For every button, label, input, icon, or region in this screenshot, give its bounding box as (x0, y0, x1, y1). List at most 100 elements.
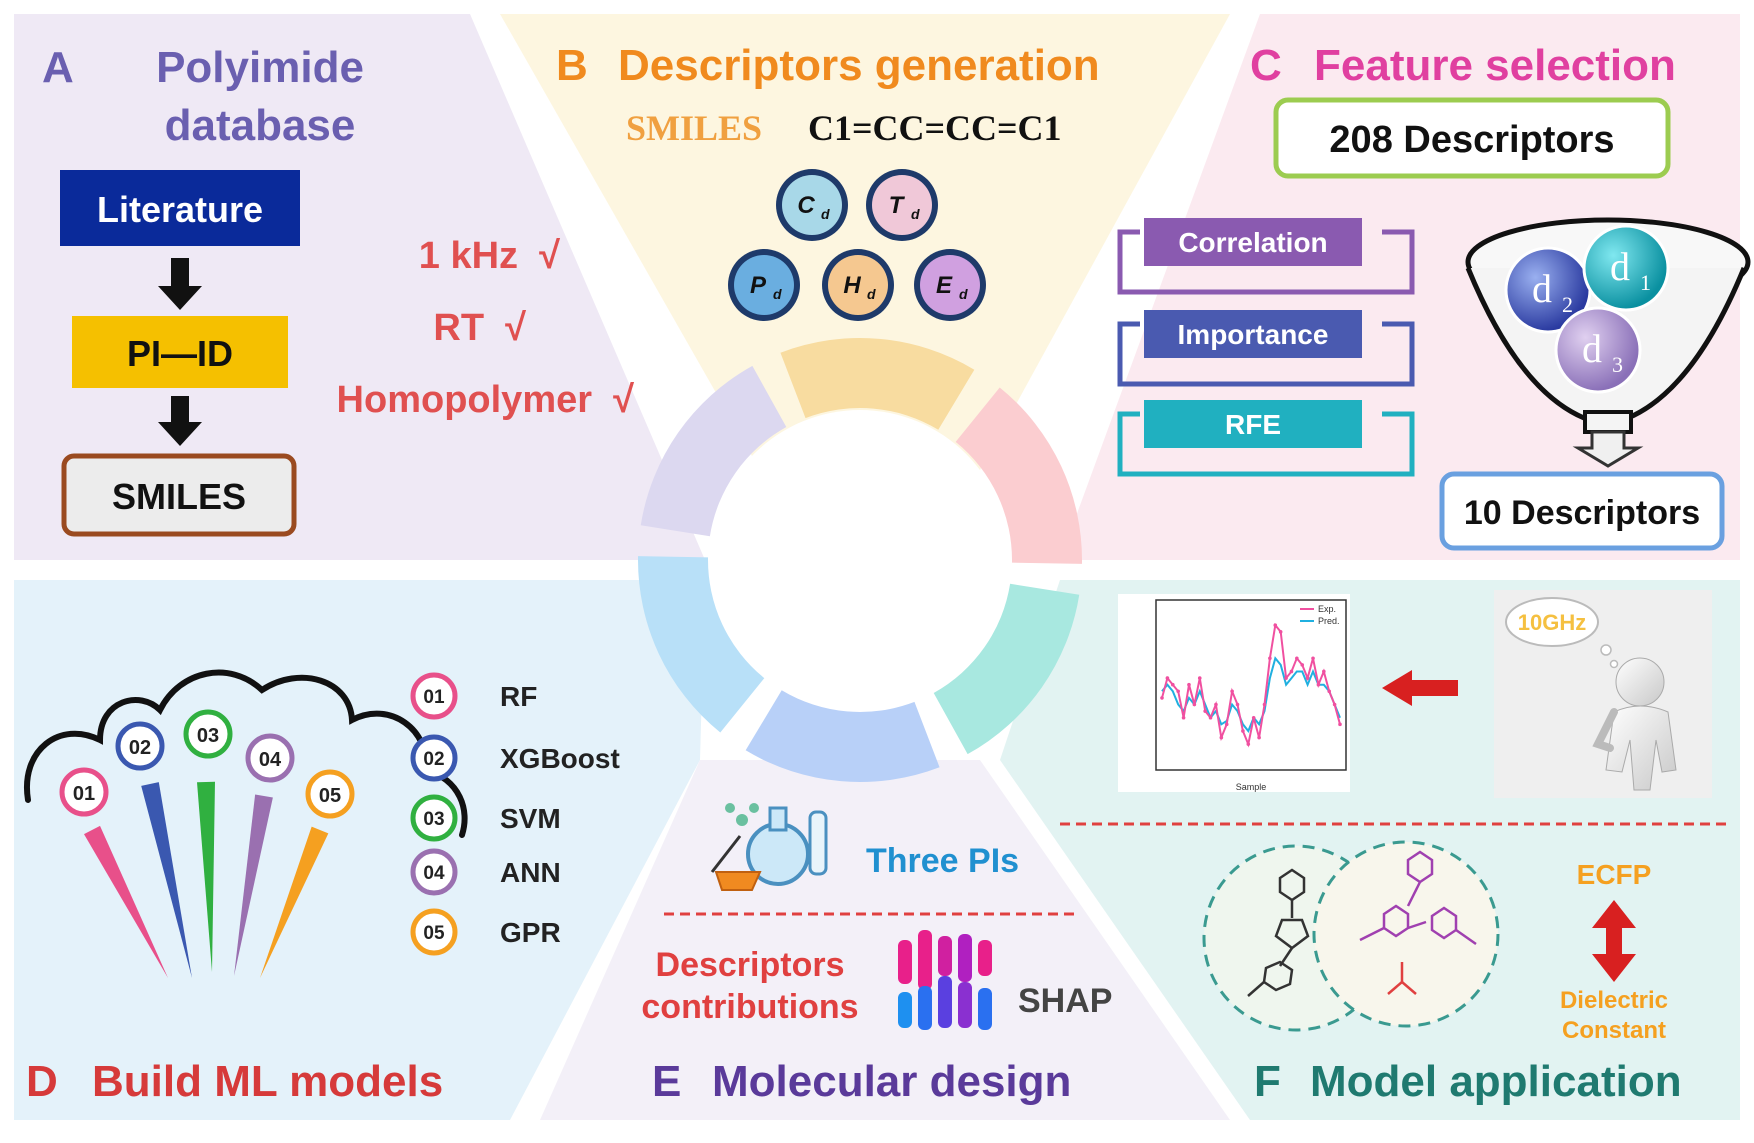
ring-segment-c (955, 387, 1082, 564)
mini-point-exp (1327, 689, 1332, 694)
mini-point-exp (1316, 682, 1321, 687)
model-stroke-03 (197, 781, 215, 972)
arrow-down-icon (158, 258, 202, 310)
mini-point-exp (1273, 623, 1278, 628)
mini-point-exp (1208, 715, 1213, 720)
shap-icon (898, 930, 992, 1030)
panel-c-title: Feature selection (1314, 41, 1676, 90)
mini-point-exp (1187, 682, 1191, 687)
panel-f: Exp. Pred. Sample 10GHz (1060, 590, 1730, 1106)
shap-bar (898, 992, 912, 1028)
ball-symbol: d (1532, 266, 1552, 311)
method-rfe: RFE (1117, 400, 1415, 477)
mini-point-exp (1338, 722, 1342, 727)
mini-point-exp (1214, 702, 1218, 707)
molecule-structure-icon (1359, 850, 1477, 946)
ring-segment-b (780, 338, 975, 430)
bottom-descriptors-label: 10 Descriptors (1464, 494, 1700, 532)
mini-point-exp (1257, 735, 1261, 740)
three-pis-label: Three PIs (866, 842, 1019, 880)
pi-id-box (72, 316, 288, 388)
thought-frequency: 10GHz (1518, 610, 1586, 635)
panel-b-bg (500, 14, 1230, 470)
ring-center (710, 410, 1010, 710)
descriptor-subscript: d (911, 206, 920, 222)
descriptor-subscript: d (959, 286, 968, 302)
panel-e-bg (540, 760, 1230, 1120)
panel-a-letter: A (42, 43, 74, 92)
model-number: 02 (129, 737, 151, 759)
mini-point-exp (1295, 656, 1299, 661)
mini-point-exp (1224, 722, 1229, 727)
legend-number: 05 (423, 923, 445, 944)
mini-point-exp (1219, 735, 1224, 740)
mini-plot-area (1155, 599, 1347, 771)
mini-point-exp (1181, 715, 1186, 720)
criterion-1khz: 1 kHz √ (419, 235, 560, 277)
mini-legend-exp: Exp. (1318, 604, 1336, 614)
mini-point-exp (1322, 669, 1326, 674)
double-arrow-icon (1592, 900, 1636, 982)
model-number: 01 (73, 783, 95, 805)
panel-c: C Feature selection 208 Descriptors Corr… (1117, 41, 1751, 551)
chemistry-flask-icon (710, 803, 828, 891)
criterion-homopolymer: Homopolymer √ (337, 379, 635, 421)
ring-segment-d (638, 556, 765, 733)
panel-d-title: Build ML models (92, 1057, 443, 1106)
model-badge-03: 03 (183, 709, 233, 759)
smiles-label: SMILES (112, 476, 246, 517)
panel-e-letter: E (652, 1057, 681, 1106)
panel-f-letter: F (1254, 1057, 1281, 1106)
descriptor-subscript: d (773, 286, 782, 302)
criterion-rt: RT √ (433, 307, 526, 349)
legend-model-name: XGBoost (500, 743, 620, 774)
panel-a: A Polyimide database Literature PI—ID SM… (42, 43, 635, 537)
mini-point-exp (1246, 742, 1251, 746)
legend-model-name: ANN (500, 857, 561, 888)
shap-bar (918, 986, 932, 1030)
molecule-structure-icon (1247, 868, 1310, 997)
shap-bar (978, 988, 992, 1030)
ring-segment-f (933, 583, 1080, 755)
molecule-fragment-icon (1387, 962, 1417, 995)
mini-point-exp (1262, 702, 1267, 707)
mini-line-chart (1160, 622, 1342, 748)
panel-d-letter: D (26, 1057, 58, 1106)
ball-symbol: d (1582, 326, 1602, 371)
model-number: 03 (197, 725, 219, 747)
model-badge-04: 04 (245, 733, 295, 783)
literature-box (60, 170, 300, 246)
mini-point-exp (1176, 689, 1180, 694)
ecfp-label: ECFP (1577, 859, 1652, 890)
panel-b-letter: B (556, 41, 588, 90)
descriptor-symbol: E (936, 272, 953, 299)
legend-model-name: SVM (500, 803, 561, 834)
shap-label: SHAP (1018, 982, 1112, 1020)
smiles-value: C1=CC=CC=C1 (808, 108, 1062, 148)
model-stroke-05 (260, 826, 329, 978)
method-label: RFE (1225, 409, 1281, 440)
arrow-down-icon (158, 396, 202, 446)
panel-b: B Descriptors generation SMILES C1=CC=CC… (556, 41, 1100, 321)
arrow-left-icon (1382, 670, 1458, 706)
panel-c-letter: C (1250, 41, 1282, 90)
dielectric-line2: Constant (1562, 1017, 1666, 1044)
thinking-person-icon (1505, 597, 1677, 791)
shap-bar (978, 940, 992, 976)
smiles-box (61, 453, 297, 537)
ball-subscript: 3 (1612, 352, 1623, 377)
